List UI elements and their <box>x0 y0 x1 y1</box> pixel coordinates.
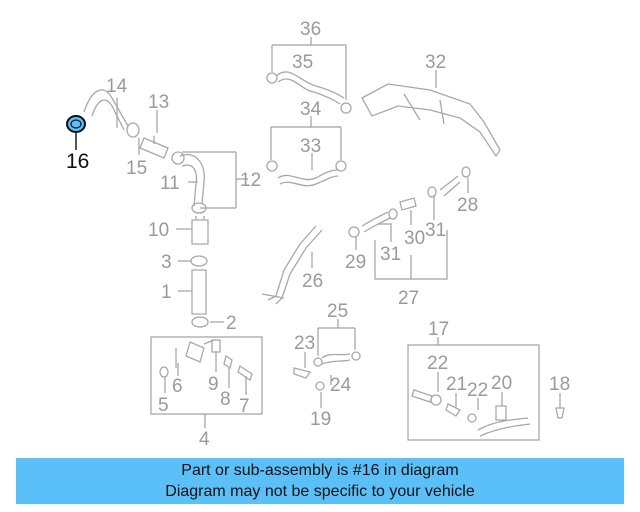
hose-11 <box>179 154 205 207</box>
fitting-4 <box>175 339 215 368</box>
clamp-16-highlight[interactable] <box>66 115 86 133</box>
parts-diagram: 1 2 3 4 5 6 7 8 9 10 11 12 13 14 15 16 1… <box>66 19 570 450</box>
callout-10: 10 <box>148 220 169 241</box>
fitting-21 <box>445 403 461 417</box>
callout-22b: 22 <box>467 380 488 401</box>
callout-30: 30 <box>404 228 425 249</box>
clamp-3 <box>190 255 208 267</box>
callout-2: 2 <box>226 313 237 334</box>
callout-3: 3 <box>161 252 172 273</box>
callout-32: 32 <box>425 52 446 73</box>
group-25-bracket <box>317 319 356 356</box>
group-34-bracket <box>270 116 342 160</box>
callout-34: 34 <box>300 99 322 120</box>
clamp-24 <box>313 357 323 367</box>
clamp-36a <box>266 72 278 84</box>
callout-4: 4 <box>199 429 210 450</box>
clamp-28 <box>461 166 471 178</box>
callout-21: 21 <box>446 374 467 395</box>
callout-14: 14 <box>106 76 128 97</box>
clip-9 <box>211 339 221 353</box>
hose-35 <box>275 71 345 105</box>
callout-labels: 1 2 3 4 5 6 7 8 9 10 11 12 13 14 15 16 1… <box>66 19 570 450</box>
clamp-31a <box>388 208 398 220</box>
hose-20 <box>477 417 531 437</box>
group-17-box <box>407 344 540 441</box>
hose-1 <box>191 269 207 315</box>
callout-9: 9 <box>208 374 219 395</box>
group-27-bracket <box>374 230 448 280</box>
callout-22a: 22 <box>427 353 448 374</box>
clamp-19 <box>315 381 325 391</box>
callout-6: 6 <box>172 376 183 397</box>
hose-25 <box>321 353 351 365</box>
hose-14 <box>83 89 129 131</box>
callout-17: 17 <box>428 319 449 340</box>
washer-5 <box>159 366 169 378</box>
clamp-22a <box>430 394 442 406</box>
callout-27: 27 <box>398 288 419 309</box>
clamp-34b <box>335 160 347 172</box>
info-banner: Part or sub-assembly is #16 in diagram D… <box>16 458 624 504</box>
bolt-8 <box>223 354 233 370</box>
bolt-18 <box>555 407 565 419</box>
fitting-23 <box>293 367 312 379</box>
pipe-10 <box>191 216 209 245</box>
hose-27 <box>361 211 391 233</box>
fitting-13 <box>139 136 169 159</box>
callout-20: 20 <box>491 373 512 394</box>
connector-7 <box>237 364 253 382</box>
clamp-15 <box>126 122 140 138</box>
callout-25: 25 <box>327 301 348 322</box>
callout-18: 18 <box>549 374 570 395</box>
hose-28 <box>439 175 461 197</box>
callout-16: 16 <box>66 150 89 173</box>
clamp-2 <box>191 316 209 328</box>
banner-line-2: Diagram may not be specific to your vehi… <box>165 483 475 500</box>
callout-26: 26 <box>302 271 323 292</box>
callout-28: 28 <box>457 195 478 216</box>
callout-33: 33 <box>300 136 321 157</box>
clamp-22b <box>467 413 477 423</box>
fitting-20 <box>495 405 507 421</box>
clamp-25 <box>351 351 361 361</box>
callout-19: 19 <box>310 409 331 430</box>
clamp-12a <box>171 151 185 165</box>
callout-35: 35 <box>292 52 313 73</box>
hose-33 <box>277 169 339 187</box>
banner-line-1: Part or sub-assembly is #16 in diagram <box>181 462 459 479</box>
callout-1: 1 <box>161 282 172 303</box>
callout-36: 36 <box>300 19 321 40</box>
leader-31a <box>377 223 392 242</box>
group-36-bracket <box>271 37 347 100</box>
callout-12: 12 <box>240 170 261 191</box>
group-12-bracket <box>182 151 248 209</box>
callout-31b: 31 <box>425 220 446 241</box>
callout-7: 7 <box>239 396 250 417</box>
callout-23: 23 <box>294 333 315 354</box>
callout-8: 8 <box>220 389 231 410</box>
group-4-box <box>150 336 263 415</box>
clamp-29 <box>348 226 360 238</box>
bracket-32 <box>361 83 501 158</box>
callout-31a: 31 <box>380 244 401 265</box>
callout-13: 13 <box>148 92 169 113</box>
callout-29: 29 <box>345 252 366 273</box>
pipe-26 <box>261 225 323 305</box>
callout-11: 11 <box>160 173 180 194</box>
clamp-12b <box>191 202 207 214</box>
clamp-36b <box>340 102 352 114</box>
sensor-22 <box>411 389 433 403</box>
callout-24: 24 <box>330 375 352 396</box>
callout-15: 15 <box>126 158 147 179</box>
fitting-30 <box>399 197 417 211</box>
callout-5: 5 <box>158 395 169 416</box>
clamp-31b <box>427 186 437 198</box>
clamp-34a <box>266 160 278 172</box>
